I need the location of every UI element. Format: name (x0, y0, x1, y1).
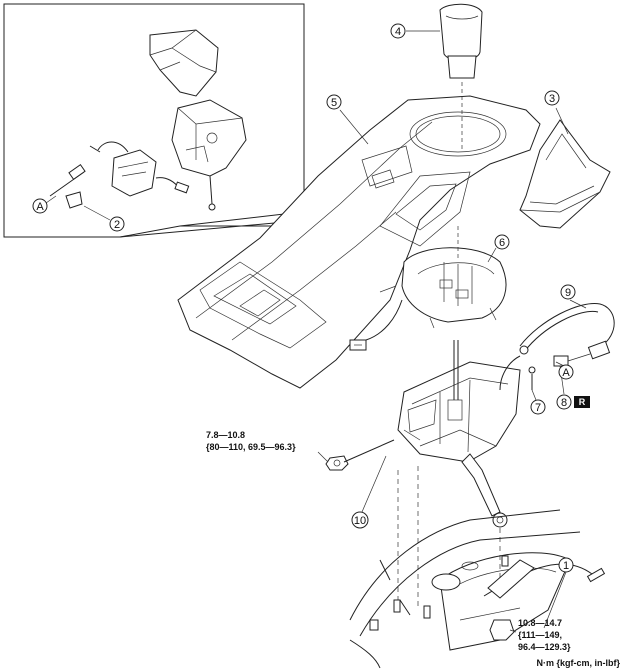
mounting-nut (325, 439, 395, 471)
svg-text:5: 5 (331, 97, 337, 109)
key-reminder-switch (49, 164, 86, 209)
svg-text:A: A (562, 367, 570, 379)
svg-text:R: R (579, 397, 586, 407)
callout-1: 1 (543, 557, 574, 629)
svg-text:3: 3 (549, 93, 555, 105)
selector-indicator-panel (349, 226, 507, 351)
callout-8: 8 (556, 365, 572, 410)
svg-text:{80—110, 69.5—96.3}: {80—110, 69.5—96.3} (206, 442, 296, 452)
ref-mark-a-cable: A (555, 361, 574, 380)
steering-lock-switch (89, 141, 190, 197)
svg-text:10.8—14.7: 10.8—14.7 (518, 618, 562, 628)
svg-text:7.8—10.8: 7.8—10.8 (206, 430, 245, 440)
callout-7: 7 (530, 389, 546, 415)
floor-bracket (349, 509, 581, 669)
svg-text:N·m {kgf-cm, in-lbf}: N·m {kgf-cm, in-lbf} (536, 658, 620, 668)
callout-6: 6 (487, 234, 510, 263)
callout-4: 4 (390, 23, 440, 39)
svg-text:8: 8 (561, 397, 567, 409)
svg-text:10: 10 (354, 515, 366, 527)
callout-3: 3 (544, 90, 569, 135)
column-cover-lower (171, 99, 247, 211)
shift-boot (519, 119, 611, 229)
shift-knob (439, 3, 483, 152)
shift-cable (483, 559, 606, 599)
units-note: N·m {kgf-cm, in-lbf} (536, 658, 620, 668)
torque-spec-upper: 7.8—10.8 {80—110, 69.5—96.3} (206, 430, 329, 463)
svg-text:6: 6 (499, 237, 505, 249)
svg-text:1: 1 (563, 560, 569, 572)
svg-text:{111—149,: {111—149, (518, 630, 562, 640)
svg-text:7: 7 (535, 402, 541, 414)
floor-bolts (369, 555, 515, 641)
ref-mark-a-inset: A (32, 195, 57, 214)
svg-text:96.4—129.3}: 96.4—129.3} (518, 642, 571, 652)
callout-5: 5 (326, 94, 369, 145)
assembly-guide-lines (397, 466, 501, 610)
callout-2: 2 (83, 205, 125, 232)
svg-text:A: A (36, 201, 44, 213)
torque-spec-lower: 10.8—14.7 {111—149, 96.4—129.3} (509, 618, 571, 652)
callout-9: 9 (560, 284, 587, 309)
r-badge: R (574, 396, 590, 408)
column-cover-upper (149, 29, 219, 97)
selector-lever-assembly (397, 340, 521, 528)
svg-text:2: 2 (114, 219, 120, 231)
selector-bolt (528, 366, 536, 390)
svg-text:9: 9 (565, 287, 571, 299)
center-console (177, 95, 541, 389)
svg-text:4: 4 (395, 26, 401, 38)
selector-cable (499, 303, 615, 391)
callout-10: 10 (351, 455, 387, 529)
